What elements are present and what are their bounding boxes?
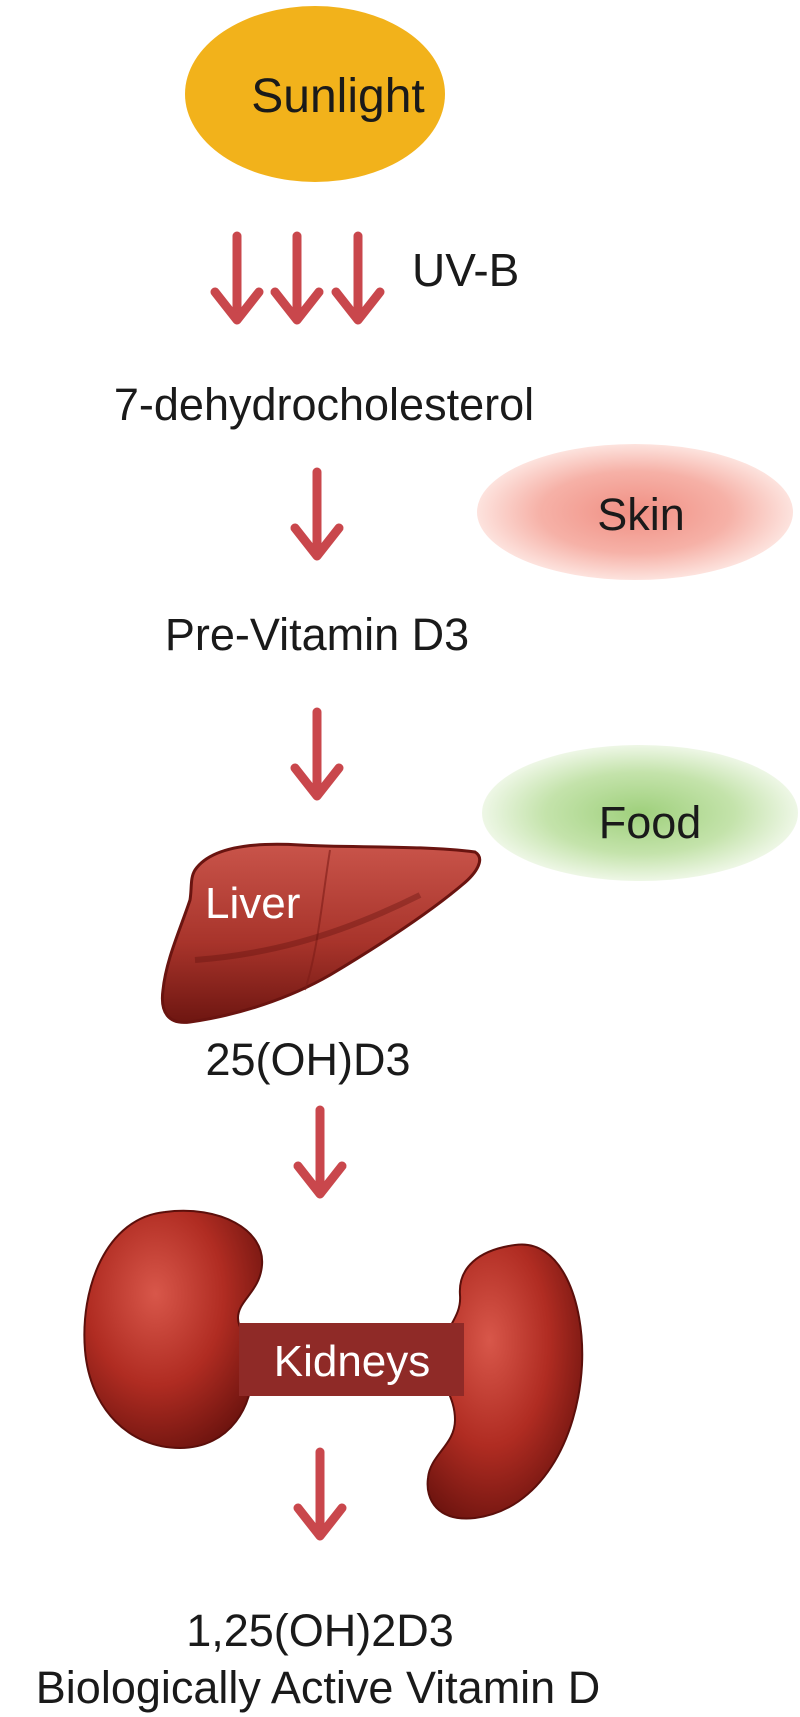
kidneys-label-bg [239, 1323, 464, 1396]
arrow-to-liver [295, 712, 339, 796]
uvb-label: UV-B [412, 244, 520, 296]
kidneys-label: Kidneys [273, 1337, 431, 1386]
left-kidney [83, 1209, 264, 1450]
arrow-to-previtamin [295, 472, 339, 556]
ohd3-label: 25(OH)D3 [205, 1034, 411, 1085]
liver-organ [160, 842, 481, 1024]
food-label: Food [598, 797, 702, 848]
arrow-to-kidneys [298, 1110, 342, 1194]
sunlight-label: Sunlight [251, 70, 425, 123]
final-description-label: Biologically Active Vitamin D [35, 1662, 601, 1713]
right-kidney [426, 1243, 584, 1520]
liver-label: Liver [205, 879, 301, 928]
skin-blob [477, 444, 793, 580]
uvb-arrows [215, 236, 380, 320]
arrow-to-final [298, 1452, 342, 1536]
dehydrocholesterol-label: 7-dehydrocholesterol [113, 379, 535, 430]
food-blob [482, 745, 798, 881]
sun-shape [185, 6, 445, 182]
previtamin-label: Pre-Vitamin D3 [164, 609, 470, 660]
final-product-label: 1,25(OH)2D3 [186, 1605, 454, 1656]
skin-label: Skin [597, 489, 685, 540]
